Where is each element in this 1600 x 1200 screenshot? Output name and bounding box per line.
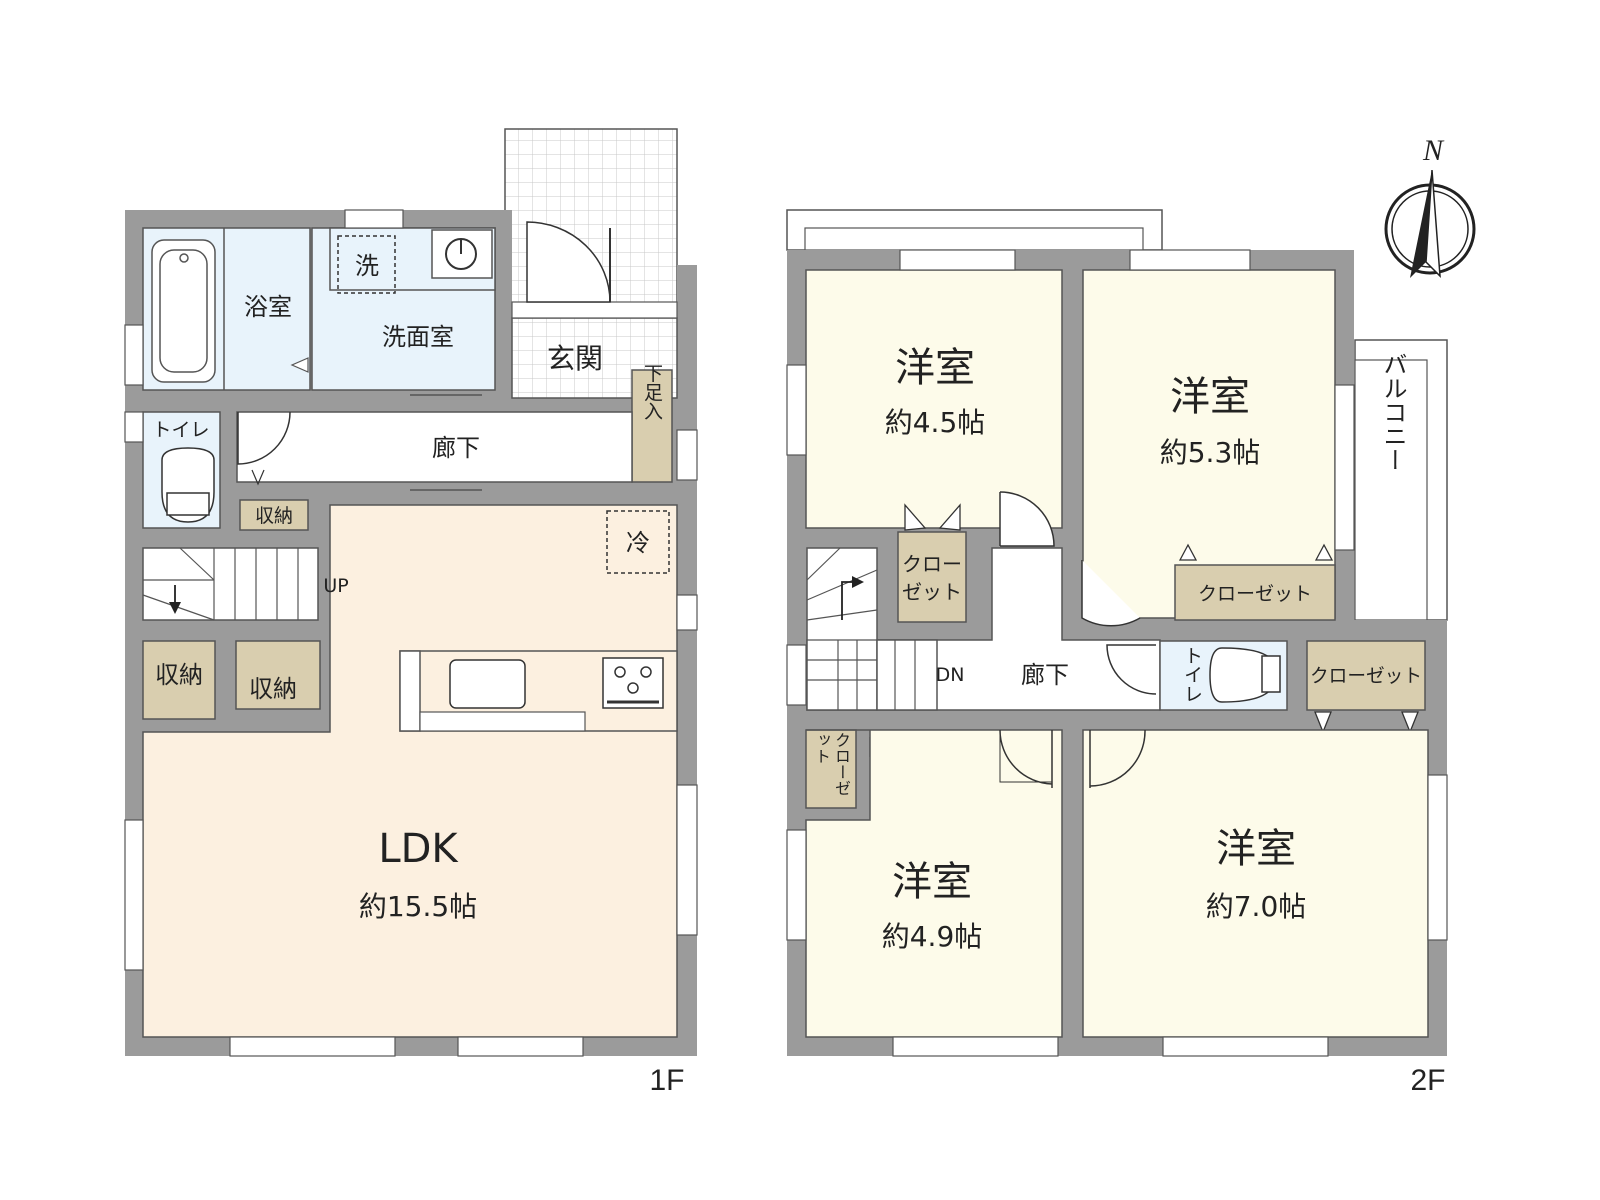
closet-b <box>1174 564 1336 621</box>
door-swing-room-a <box>999 491 1055 547</box>
stairs-2f <box>806 547 878 711</box>
label-room-c-size: 約4.9帖 <box>882 920 983 953</box>
label-closet-a: クローゼット <box>902 552 962 604</box>
stairs-1f <box>142 547 319 621</box>
label-toilet-1f: トイレ <box>152 419 209 441</box>
toilet-door-swing <box>237 411 291 465</box>
label-stairs-up: UP <box>323 575 348 597</box>
label-small-storage: 収納 <box>255 505 293 527</box>
label-closet-c: クローゼット <box>1310 665 1422 687</box>
label-room-b-size: 約5.3帖 <box>1160 436 1261 469</box>
label-closet-b: クローゼット <box>1198 583 1312 605</box>
label-entrance: 玄関 <box>547 342 603 375</box>
label-balcony: バルコニー <box>1379 352 1407 472</box>
label-corridor-2f: 廊下 <box>1021 661 1069 689</box>
shoe-storage <box>631 369 673 483</box>
north-compass-icon <box>1384 169 1476 278</box>
door-swing-room-c <box>999 730 1052 783</box>
label-room-d: 洋室 <box>1216 826 1296 872</box>
label-room-b: 洋室 <box>1170 374 1250 420</box>
label-room-a-size: 約4.5帖 <box>885 406 986 439</box>
fridge-space <box>606 510 670 574</box>
room-a <box>805 269 1063 529</box>
door-swing-room-b <box>1081 560 1141 627</box>
label-washer: 洗 <box>355 252 379 280</box>
room-b <box>1082 269 1336 619</box>
wall-1f-right-strip <box>677 265 697 405</box>
label-fridge: 冷 <box>626 529 650 557</box>
label-north: N <box>1422 134 1445 167</box>
small-storage <box>239 499 309 531</box>
label-ldk: LDK <box>378 826 459 872</box>
door-swing-room-d <box>1089 729 1146 787</box>
closet-a <box>897 531 967 623</box>
label-storage-mid: 収納 <box>249 675 297 703</box>
label-ldk-size: 約15.5帖 <box>359 890 477 923</box>
label-shoe-storage: 下足入 <box>641 364 663 421</box>
washer-space <box>337 235 396 294</box>
label-corridor-1f: 廊下 <box>432 434 480 462</box>
storage-mid <box>235 640 321 710</box>
label-storage-left: 収納 <box>155 661 203 689</box>
door-swing-toilet <box>1106 644 1157 695</box>
label-toilet-2f: トイレ <box>1181 646 1203 703</box>
label-stairs-down: DN <box>936 664 965 686</box>
ldk-room <box>142 504 678 1038</box>
labels: 浴室 洗 洗面室 玄関 下足入 トイレ 廊下 収納 冷 UP 収納 収納 LDK… <box>152 134 1445 1097</box>
label-washroom: 洗面室 <box>382 323 454 351</box>
toilet-bowl-icon-2f <box>1209 647 1273 703</box>
label-room-c: 洋室 <box>892 859 972 905</box>
closet-d <box>805 729 857 809</box>
label-floor-2: 2F <box>1410 1064 1445 1097</box>
kitchen-sink-icon <box>449 659 526 709</box>
floor-2 <box>786 209 1448 1057</box>
label-floor-1: 1F <box>649 1064 684 1097</box>
label-closet-d: クローゼット <box>812 732 851 796</box>
storage-left <box>142 640 216 720</box>
label-room-d-size: 約7.0帖 <box>1206 890 1307 923</box>
corridor-1f <box>236 411 633 483</box>
label-bath: 浴室 <box>244 293 292 321</box>
label-room-a: 洋室 <box>895 345 975 391</box>
room-d <box>1082 729 1429 1038</box>
bathtub-icon <box>151 239 216 383</box>
floor-1 <box>124 128 698 1057</box>
closet-c <box>1306 640 1426 711</box>
